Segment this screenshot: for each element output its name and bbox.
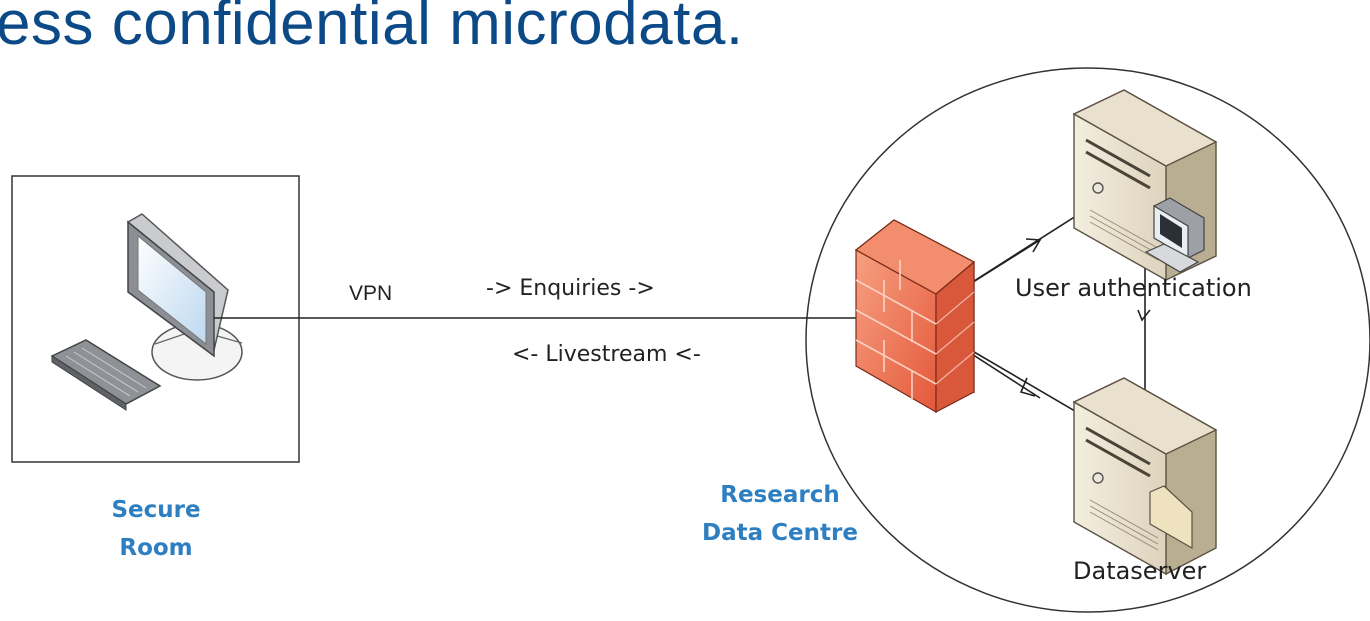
- user-pc-icon: [1144, 197, 1205, 273]
- firewall-icon: [854, 219, 976, 414]
- dataserver-icon: [1072, 377, 1218, 576]
- research-data-centre-line-2: Data Centre: [702, 520, 858, 546]
- vpn-label: VPN: [349, 282, 393, 305]
- enquiries-label: -> Enquiries ->: [486, 276, 655, 301]
- data-centre-circle: [805, 67, 1370, 613]
- auth-server-icon: [1072, 89, 1218, 282]
- dataserver-label: Dataserver: [1073, 557, 1207, 585]
- secure-room-line-1: Secure: [111, 497, 201, 523]
- secure-room-box: [11, 175, 300, 463]
- user-authentication-label: User authentication: [1015, 274, 1252, 302]
- livestream-label: <- Livestream <-: [512, 342, 701, 367]
- research-data-centre-line-1: Research: [720, 482, 840, 508]
- research-data-centre-label: Research Data Centre: [690, 476, 870, 552]
- secure-room-line-2: Room: [119, 535, 193, 561]
- secure-room-label: Secure Room: [96, 491, 216, 567]
- arrowheads: [1019, 238, 1151, 397]
- page-title: ess confidential microdata.: [0, 0, 744, 58]
- workstation-icon: [50, 213, 243, 411]
- connection-lines: [214, 171, 1146, 453]
